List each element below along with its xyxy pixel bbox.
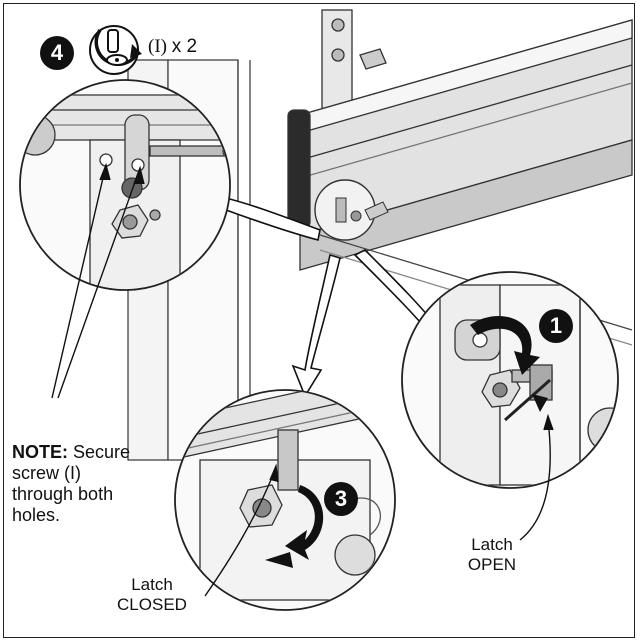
latch-closed-line-1: Latch <box>131 575 173 594</box>
latch-open-line-2: OPEN <box>467 555 517 574</box>
note-line-4: holes. <box>12 505 61 525</box>
latch-open-label: Latch OPEN <box>447 535 537 575</box>
latch-closed-label: Latch CLOSED <box>102 575 202 615</box>
latch-closed-line-2: CLOSED <box>117 595 187 614</box>
rotate-arrow-3 <box>285 485 324 560</box>
note-leader-lines <box>51 162 145 399</box>
latch-leader-lines <box>204 413 554 597</box>
note-heading: NOTE: <box>12 442 68 462</box>
step-1-badge: 1 <box>539 309 573 343</box>
note-text: NOTE: Secure screw (I) through both hole… <box>12 442 182 526</box>
screw-quantity-label: (I) x 2 <box>148 36 197 58</box>
latch-callout-origin <box>314 179 389 241</box>
note-line-2: screw (I) <box>12 463 81 483</box>
screw-count: x 2 <box>171 36 198 57</box>
screw-rotate-icon <box>89 25 142 75</box>
screw-id: (I) <box>148 36 167 57</box>
diagram-frame <box>3 3 635 638</box>
rotate-arrow-1 <box>470 316 540 375</box>
latch-open-line-1: Latch <box>471 535 513 554</box>
detail-circle-1 <box>401 271 619 489</box>
note-line-1: Secure <box>73 442 131 462</box>
step-3-badge: 3 <box>324 482 358 516</box>
arrow-to-detail-3 <box>291 253 341 398</box>
step-4-badge: 4 <box>40 36 74 70</box>
note-line-3: through both <box>12 484 114 504</box>
